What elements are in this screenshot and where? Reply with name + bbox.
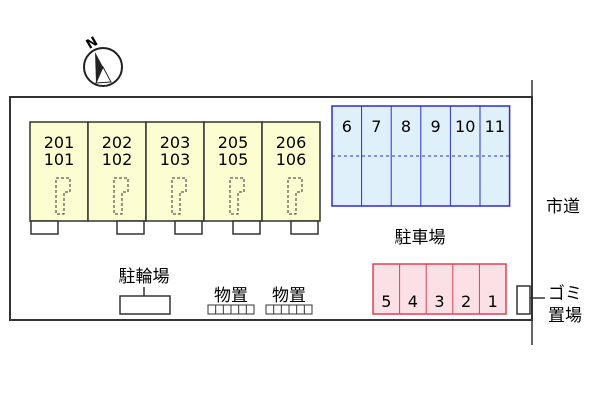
entrance-box [116,220,145,235]
storage-shed-1: 物置 [207,286,255,315]
unit-number-lower: 103 [160,150,191,169]
parking-space-4: 4 [408,292,418,311]
garbage-box [516,285,531,315]
storage-shed-2: 物置 [265,286,313,315]
parking-space-6: 6 [342,117,352,136]
entrance-box [174,220,203,235]
parking-space-10: 10 [455,117,475,136]
parking-space-11: 11 [485,117,505,136]
unit-number-lower: 102 [102,150,133,169]
parking-bottom-area [372,263,507,315]
unit-number-upper: 203 [160,133,191,152]
parking-space-7: 7 [371,117,381,136]
parking-space-3: 3 [434,292,444,311]
unit-number-upper: 201 [44,133,75,152]
unit-number-lower: 101 [44,150,75,169]
parking-label: 駐車場 [395,228,446,248]
unit-number-lower: 105 [218,150,249,169]
garbage-label-line1: ゴミ [548,283,582,304]
parking-space-9: 9 [431,117,441,136]
unit-number-lower: 106 [276,150,307,169]
parking-space-1: 1 [488,292,498,311]
unit-number-upper: 206 [276,133,307,152]
unit-block [29,121,89,222]
north-arrow-icon [83,47,123,87]
storage-label-2: 物置 [272,286,306,306]
unit-number-upper: 202 [102,133,133,152]
unit-block [261,121,321,222]
entrance-box [30,220,59,235]
parking-space-5: 5 [381,292,391,311]
bicycle-parking-box [119,295,171,315]
parking-space-2: 2 [461,292,471,311]
parking-space-8: 8 [401,117,411,136]
entrance-box [290,220,319,235]
bicycle-parking-label: 駐輪場 [119,267,170,287]
unit-number-upper: 205 [218,133,249,152]
road-label: 市道 [546,197,580,217]
storage-label-1: 物置 [214,286,248,306]
garbage-label-line2: 置場 [548,306,582,326]
entrance-box [232,220,261,235]
